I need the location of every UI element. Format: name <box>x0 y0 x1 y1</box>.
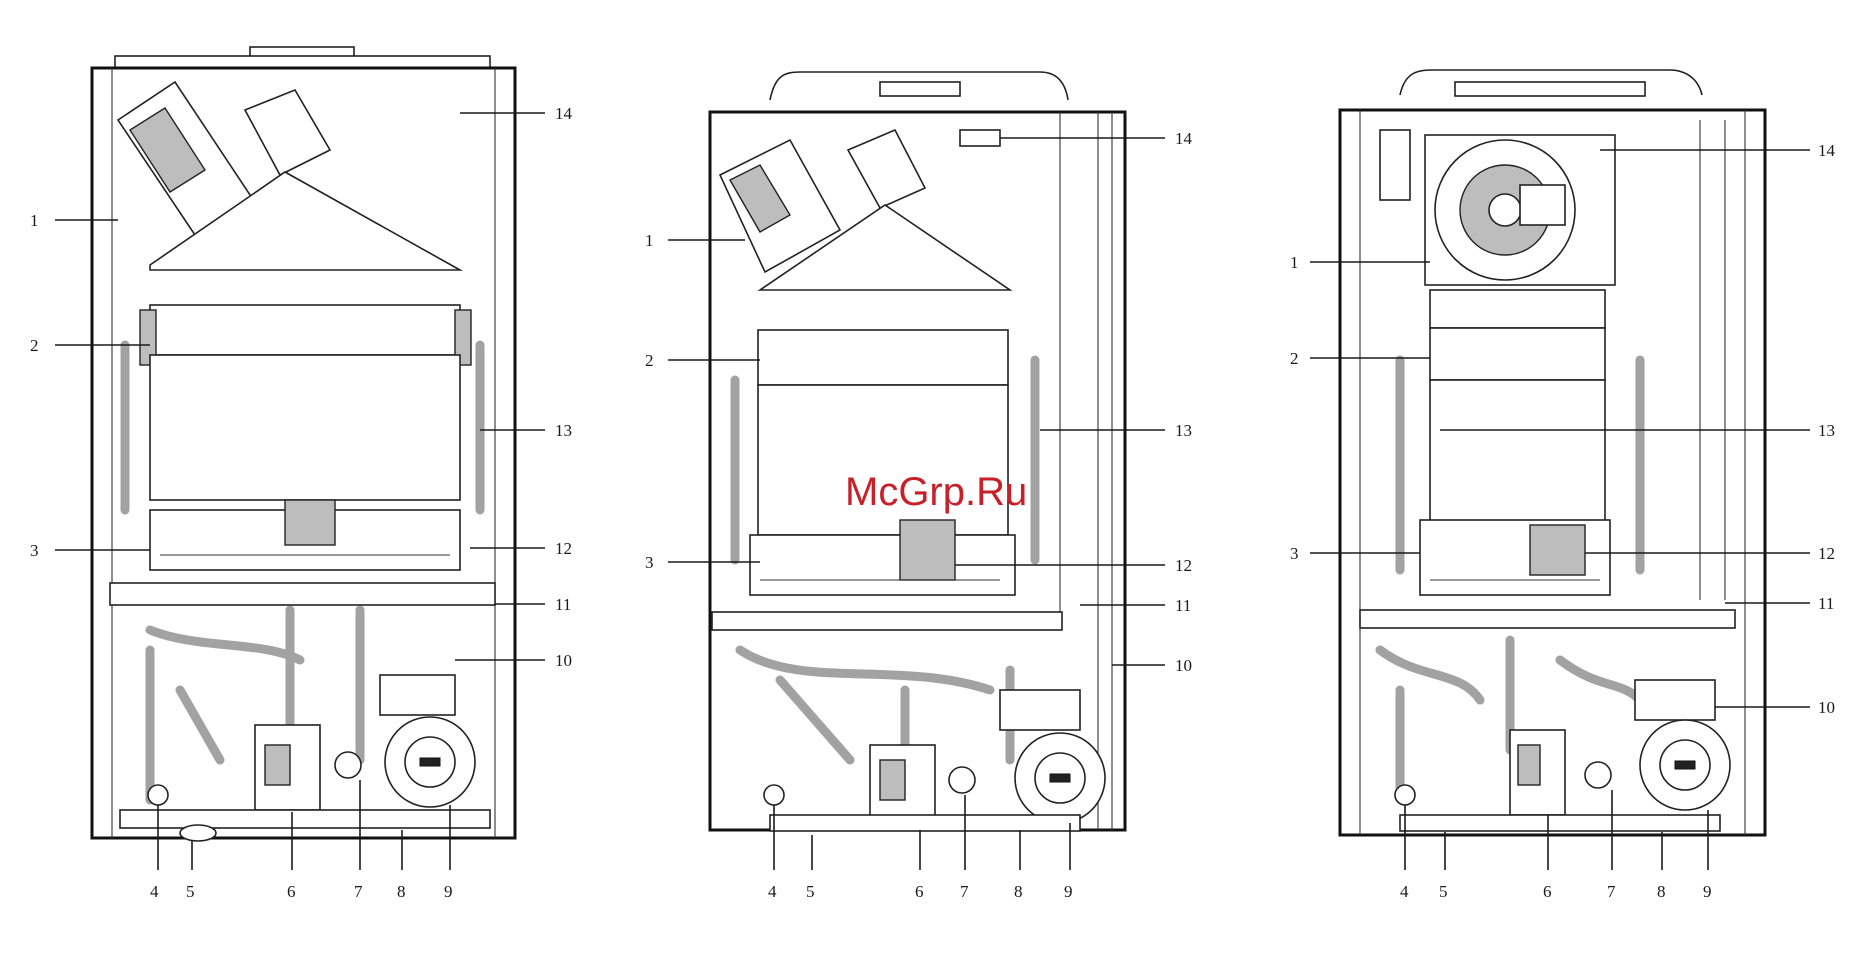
label-right-14: 14 <box>1818 141 1836 160</box>
label-left-14: 14 <box>555 104 573 123</box>
heat-exchanger-middle <box>735 330 1035 560</box>
boiler-right: 1 2 3 4 5 6 7 8 9 10 11 12 13 14 <box>1290 70 1836 901</box>
label-middle-12: 12 <box>1175 556 1192 575</box>
gas-valve-right <box>1510 730 1565 815</box>
label-right-5: 5 <box>1439 882 1448 901</box>
label-right-2: 2 <box>1290 349 1299 368</box>
label-left-9: 9 <box>444 882 453 901</box>
label-middle-6: 6 <box>915 882 924 901</box>
label-left-1: 1 <box>30 211 39 230</box>
label-right-11: 11 <box>1818 594 1834 613</box>
gas-valve-left <box>255 725 320 810</box>
label-middle-7: 7 <box>960 882 969 901</box>
label-right-4: 4 <box>1400 882 1409 901</box>
label-left-5: 5 <box>186 882 195 901</box>
label-right-6: 6 <box>1543 882 1552 901</box>
label-left-13: 13 <box>555 421 572 440</box>
label-right-8: 8 <box>1657 882 1666 901</box>
label-middle-14: 14 <box>1175 129 1193 148</box>
watermark: McGrp.Ru <box>845 470 1027 514</box>
label-middle-13: 13 <box>1175 421 1192 440</box>
label-right-1: 1 <box>1290 253 1299 272</box>
label-right-3: 3 <box>1290 544 1299 563</box>
label-left-3: 3 <box>30 541 39 560</box>
label-middle-8: 8 <box>1014 882 1023 901</box>
label-middle-5: 5 <box>806 882 815 901</box>
label-left-7: 7 <box>354 882 363 901</box>
label-left-11: 11 <box>555 595 571 614</box>
label-left-8: 8 <box>397 882 406 901</box>
label-middle-3: 3 <box>645 553 654 572</box>
label-right-13: 13 <box>1818 421 1835 440</box>
label-right-10: 10 <box>1818 698 1835 717</box>
label-right-12: 12 <box>1818 544 1835 563</box>
label-left-4: 4 <box>150 882 159 901</box>
label-right-9: 9 <box>1703 882 1712 901</box>
label-middle-10: 10 <box>1175 656 1192 675</box>
label-middle-1: 1 <box>645 231 654 250</box>
pump-right <box>1635 680 1730 810</box>
label-left-6: 6 <box>287 882 296 901</box>
label-left-2: 2 <box>30 336 39 355</box>
boiler-left: 1 2 3 4 5 6 7 8 9 10 11 12 13 14 <box>30 47 573 901</box>
burner-right <box>1420 520 1610 595</box>
label-left-12: 12 <box>555 539 572 558</box>
heat-exchanger-left <box>125 305 480 510</box>
label-middle-4: 4 <box>768 882 777 901</box>
label-left-10: 10 <box>555 651 572 670</box>
label-middle-2: 2 <box>645 351 654 370</box>
burner-left <box>150 500 460 570</box>
label-middle-11: 11 <box>1175 596 1191 615</box>
label-right-7: 7 <box>1607 882 1616 901</box>
label-middle-9: 9 <box>1064 882 1073 901</box>
